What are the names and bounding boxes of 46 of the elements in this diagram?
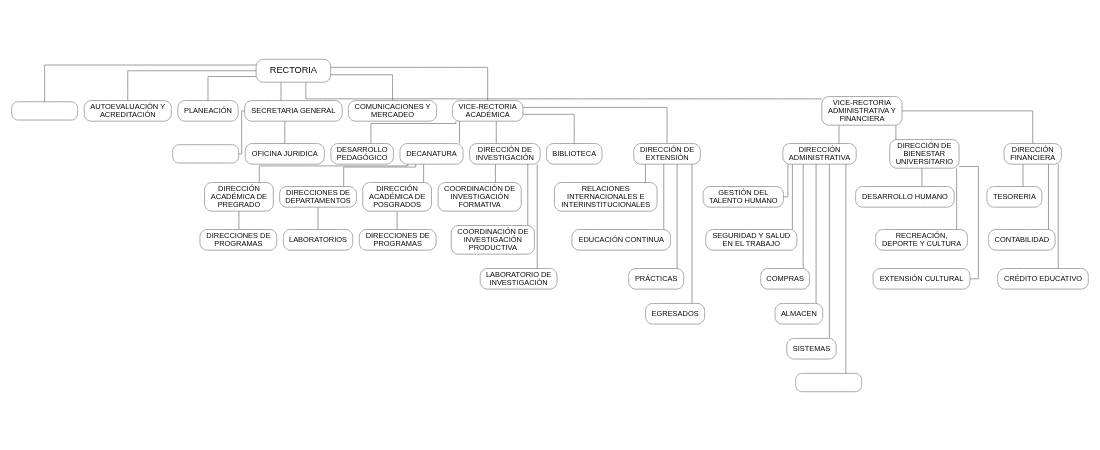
connector: [645, 163, 646, 183]
connector: [783, 163, 789, 197]
connector: [522, 106, 668, 144]
connector: [845, 163, 847, 374]
connector: [280, 81, 282, 101]
connector: [676, 163, 678, 269]
connector: [259, 163, 409, 183]
connector: [838, 124, 840, 144]
connector: [496, 120, 497, 144]
connector: [802, 163, 804, 269]
connector: [238, 210, 240, 230]
connector: [459, 120, 460, 144]
connector: [522, 113, 575, 144]
connector: [895, 124, 897, 140]
connector: [815, 163, 817, 304]
node-box: RECTORIA: [255, 58, 332, 83]
node-box: [11, 100, 79, 120]
connector: [1057, 163, 1059, 269]
connector: [370, 120, 457, 144]
connector: [1022, 163, 1024, 187]
connector: [317, 206, 319, 230]
connector: [663, 163, 665, 230]
connector: [330, 66, 488, 101]
connector: [829, 163, 830, 338]
connector: [238, 110, 245, 154]
connector: [44, 64, 257, 102]
connector: [284, 120, 286, 144]
connector: [127, 69, 257, 101]
connector: [305, 81, 822, 99]
connector: [921, 167, 923, 187]
connector: [1048, 163, 1049, 230]
connector: [495, 163, 496, 183]
connector: [207, 75, 257, 101]
connector: [423, 163, 424, 183]
node-box: [172, 143, 240, 163]
connector: [958, 165, 979, 279]
connector: [330, 74, 393, 101]
connector: [901, 110, 1033, 144]
connector: [956, 167, 957, 230]
connector: [792, 163, 793, 230]
connector: [691, 163, 693, 304]
connector: [527, 163, 529, 226]
connector: [536, 163, 538, 269]
node-box: [795, 372, 863, 392]
connector: [343, 163, 417, 187]
connector: [396, 210, 398, 230]
